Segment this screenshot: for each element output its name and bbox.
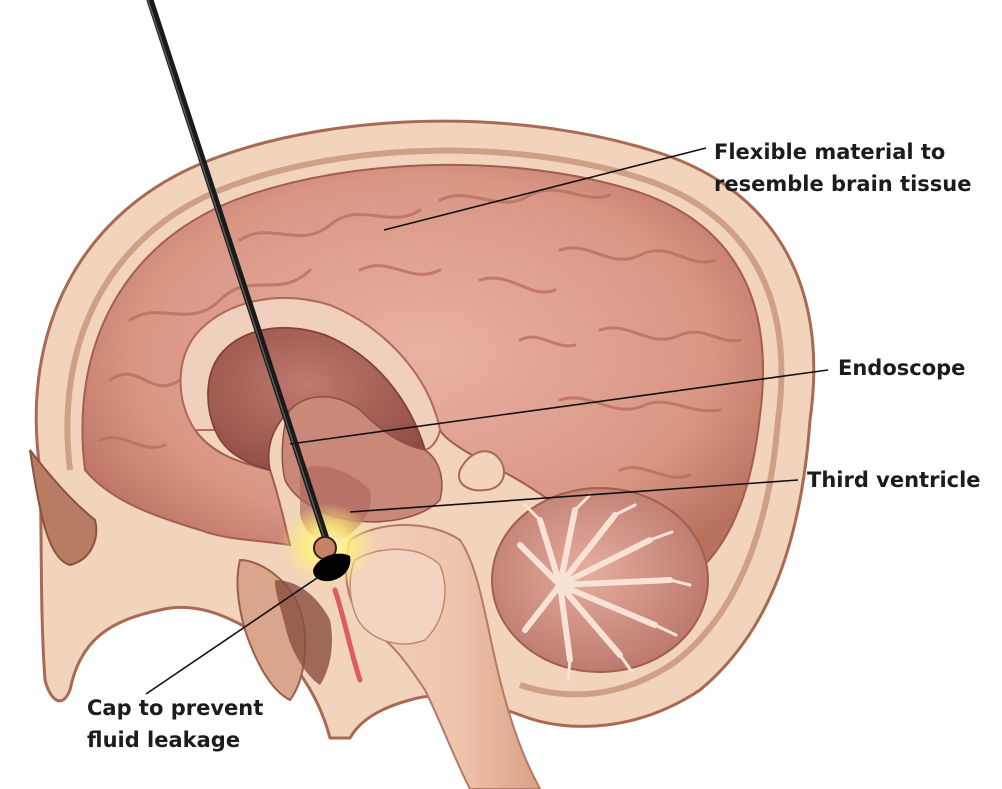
label-endoscope-text: Endoscope	[838, 352, 965, 384]
label-endoscope: Endoscope	[838, 352, 965, 384]
label-flexible-material: Flexible material to resemble brain tiss…	[714, 136, 971, 200]
label-cap-line2: fluid leakage	[87, 724, 263, 756]
label-third-ventricle-text: Third ventricle	[807, 464, 981, 496]
label-flexible-material-line2: resemble brain tissue	[714, 168, 971, 200]
label-third-ventricle: Third ventricle	[807, 464, 981, 496]
label-flexible-material-line1: Flexible material to	[714, 136, 971, 168]
label-cap: Cap to prevent fluid leakage	[87, 692, 263, 756]
label-cap-line1: Cap to prevent	[87, 692, 263, 724]
